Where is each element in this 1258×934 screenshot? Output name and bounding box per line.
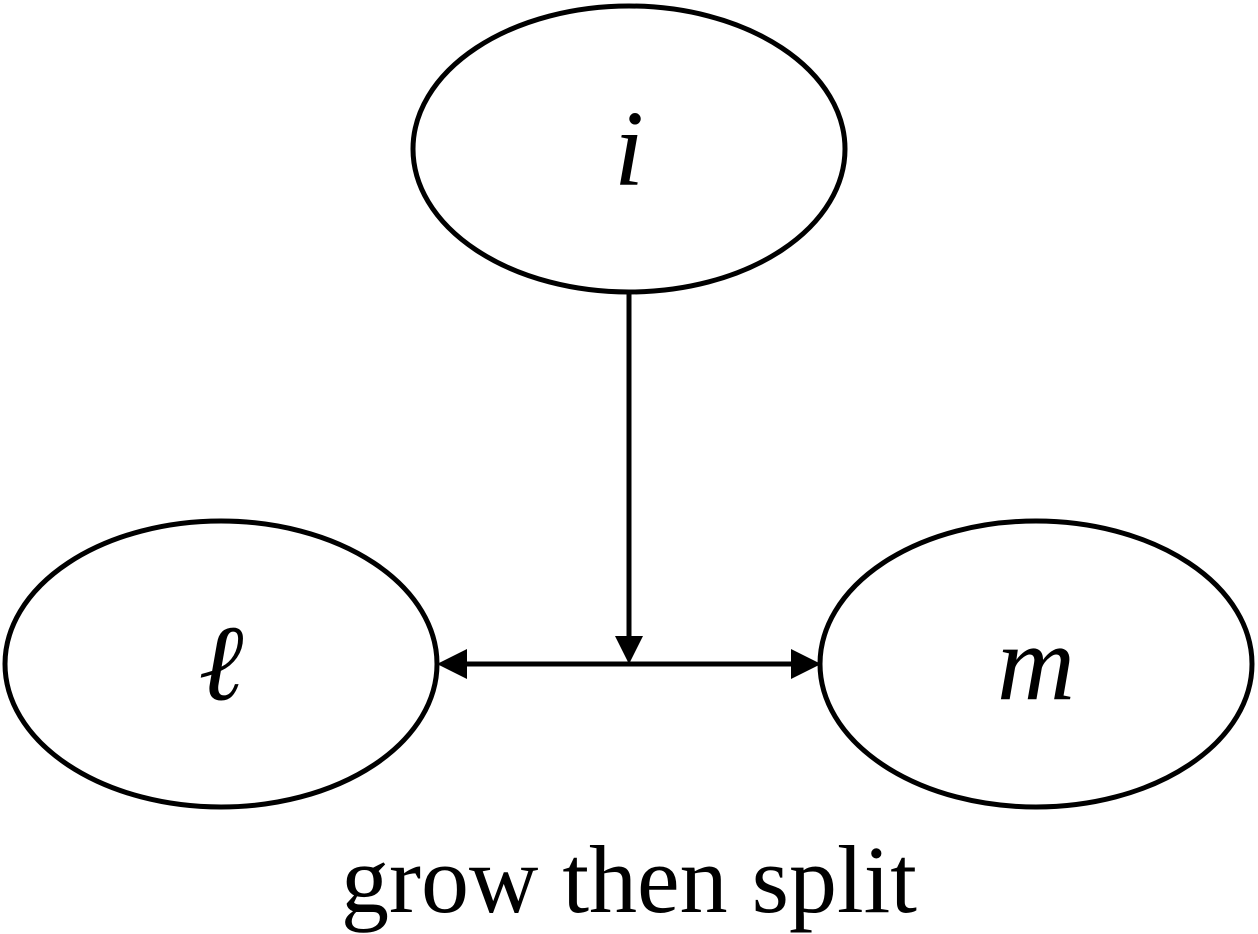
arrowhead-down: [615, 636, 643, 664]
node-i-label: i: [614, 90, 644, 209]
diagram-caption: grow then split: [341, 826, 917, 933]
node-m: m: [817, 518, 1255, 810]
node-i: i: [410, 3, 848, 295]
node-ell: ℓ: [2, 518, 440, 810]
node-m-ellipse: [817, 518, 1255, 810]
node-i-ellipse: [410, 3, 848, 295]
arrowhead-right: [791, 649, 821, 679]
node-ell-label: ℓ: [199, 605, 244, 724]
node-m-label: m: [997, 605, 1075, 724]
node-ell-ellipse: [2, 518, 440, 810]
arrowhead-left: [437, 649, 467, 679]
